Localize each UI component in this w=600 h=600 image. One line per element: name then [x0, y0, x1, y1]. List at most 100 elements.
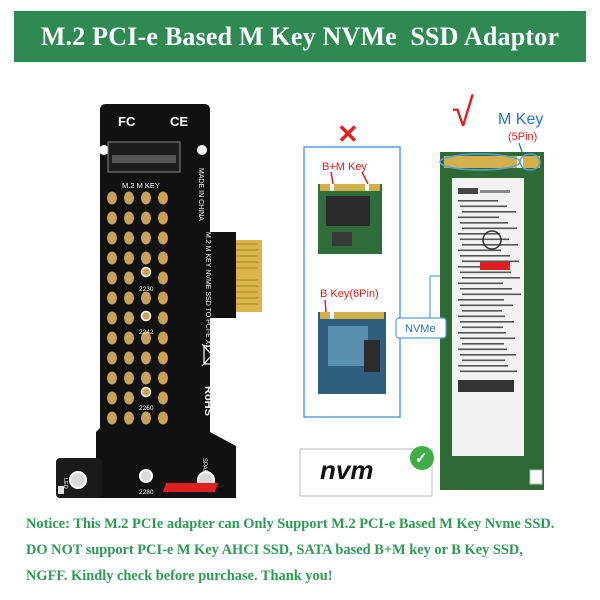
sticker-line	[462, 293, 521, 296]
gold-pad	[124, 291, 134, 305]
logo-frame	[299, 448, 433, 497]
cert-mark	[482, 230, 502, 250]
sticker-line	[460, 222, 508, 224]
gold-pad	[124, 371, 134, 385]
m-key-label: M Key	[498, 111, 543, 128]
ssd-barcode	[458, 380, 514, 392]
gold-pad	[141, 411, 151, 425]
sticker-line	[462, 359, 505, 362]
sticker-line	[460, 255, 510, 257]
mount-hole	[69, 471, 87, 489]
b-key-chip	[328, 326, 368, 366]
led-label: LED	[62, 478, 68, 489]
made-in-label: MADE IN CHINA	[197, 168, 204, 221]
sticker-line	[458, 282, 503, 285]
gold-pad	[107, 311, 117, 325]
gold-pad	[107, 411, 117, 425]
b-key-connector	[320, 312, 384, 319]
sticker-line	[462, 343, 504, 345]
ssd-label-text	[458, 200, 521, 373]
sticker-line	[460, 288, 512, 290]
gold-pad	[107, 351, 117, 365]
sticker-line	[460, 337, 515, 340]
sticker-line	[458, 348, 507, 351]
b-key-chip	[364, 340, 380, 372]
sticker-line	[462, 211, 516, 213]
gold-pad-grid	[107, 191, 168, 425]
gold-pad	[158, 211, 168, 225]
sticker-line	[460, 370, 517, 373]
wrong-mark: ✕	[337, 119, 359, 149]
sticker-line	[458, 332, 506, 334]
sticker-line	[458, 315, 505, 318]
gold-pad	[158, 411, 168, 425]
notice-text: Notice: This M.2 PCIe adapter can Only S…	[26, 511, 586, 589]
sticker-line	[462, 326, 503, 329]
gold-pad	[158, 311, 168, 325]
sticker-line	[458, 200, 498, 202]
m2-slot-pins	[112, 155, 176, 163]
gold-pad	[158, 331, 168, 345]
nvme-tag	[395, 317, 447, 339]
led-component	[58, 486, 64, 494]
gold-pad	[158, 271, 168, 285]
gold-pad	[107, 191, 117, 205]
gold-pad	[124, 211, 134, 225]
gold-pad	[158, 351, 168, 365]
mount-hole-2230	[140, 266, 152, 278]
gold-pad	[107, 271, 117, 285]
sticker-line	[460, 321, 514, 323]
size-2280-label: 2280	[139, 489, 154, 496]
ce-mark: CE	[170, 114, 188, 129]
ssd-screw-notch	[529, 469, 543, 485]
ssd-model-highlight	[480, 262, 510, 270]
gold-pad	[107, 291, 117, 305]
sticker-line	[458, 216, 499, 219]
gold-pad	[107, 251, 117, 265]
gold-pad	[124, 191, 134, 205]
sticker-line	[462, 227, 517, 230]
gold-pad	[124, 411, 134, 425]
sticker-line	[462, 260, 519, 263]
sticker-line	[460, 205, 507, 208]
notice-line-3: NGFF. Kindly check before purchase. Than…	[26, 568, 333, 584]
board-text: M.2 M KEY NVME SSD TO PCI-E X1	[204, 232, 211, 348]
supported-ssd-panel: √ M Key (5Pin) NVMe	[395, 91, 544, 490]
unsupported-ssd-panel: ✕ B+M Key B Key(6Pin)	[303, 119, 401, 418]
nvme-tag-label: NVMe	[405, 323, 436, 335]
gold-pad	[141, 291, 151, 305]
sticker-line	[460, 354, 516, 356]
logo-subtext: EXPRESS	[370, 486, 401, 493]
gold-pad	[124, 351, 134, 365]
bm-key-connector	[320, 184, 380, 191]
sticker-line	[460, 238, 509, 241]
size-2260-label: 2260	[139, 405, 154, 412]
sticker-line	[462, 277, 520, 279]
gold-pad	[158, 391, 168, 405]
bm-key-label: B+M Key	[322, 161, 367, 173]
fcc-mark: FC	[118, 114, 136, 129]
gold-pad	[124, 331, 134, 345]
gold-pad	[141, 331, 151, 345]
gold-pad	[158, 231, 168, 245]
spare-label: SPARE	[201, 458, 207, 478]
sticker-line	[460, 304, 513, 307]
mount-hole-2242	[140, 310, 152, 322]
sticker-line	[458, 299, 504, 301]
gold-pad	[158, 371, 168, 385]
gold-pad	[107, 391, 117, 405]
sticker-line	[458, 233, 500, 235]
gold-pad	[141, 211, 151, 225]
sticker-line	[458, 365, 508, 367]
check-icon	[410, 446, 434, 470]
mount-hole	[197, 145, 207, 155]
nvme-ssd-connector	[444, 156, 540, 168]
weee-icon	[201, 343, 223, 367]
slot-label: M.2 M KEY	[122, 181, 160, 190]
rohs-mark: RoHS	[202, 386, 214, 416]
gold-pad	[141, 191, 151, 205]
gold-pad	[141, 371, 151, 385]
sticker-line	[462, 310, 502, 312]
b-key-ssd	[318, 312, 386, 394]
gold-pad	[141, 251, 151, 265]
